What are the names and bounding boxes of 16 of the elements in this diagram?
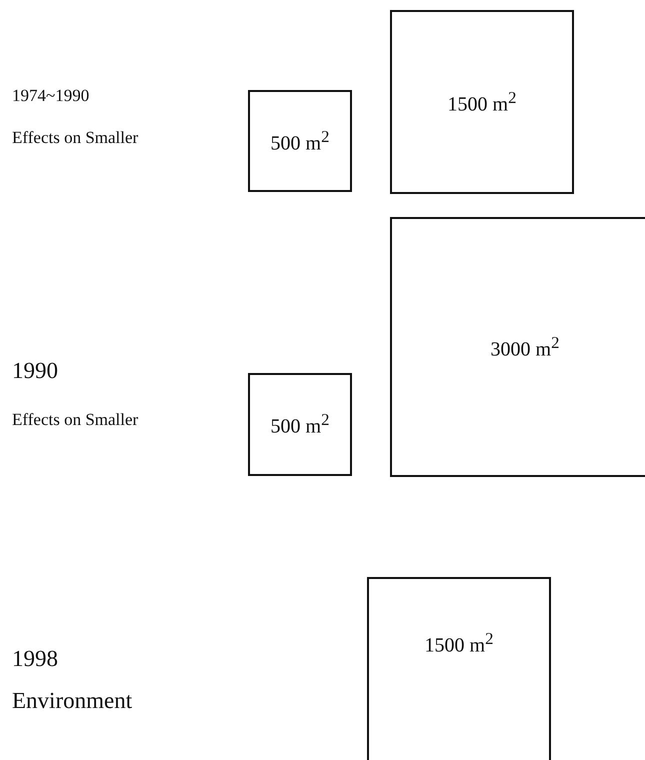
area-square [367,577,551,760]
description-text: Environment [12,690,134,712]
description-text: Effects on Smaller [12,130,140,146]
area-square [248,90,352,192]
year-label: 1974~1990 [12,88,90,104]
description-text: Effects on Smaller [12,412,140,428]
area-square [390,217,645,477]
year-label: 1990 [12,360,59,382]
area-label: 3000 m$^{2}$ [490,332,560,362]
year-label: 1998 [12,648,59,670]
area-label: 500 m$^{2}$ [270,126,330,156]
area-label: 1500 m$^{2}$ [424,629,494,658]
area-square [390,10,574,194]
area-label: 500 m$^{2}$ [270,410,330,439]
area-label: 1500 m$^{2}$ [448,88,516,116]
area-square [248,373,352,476]
